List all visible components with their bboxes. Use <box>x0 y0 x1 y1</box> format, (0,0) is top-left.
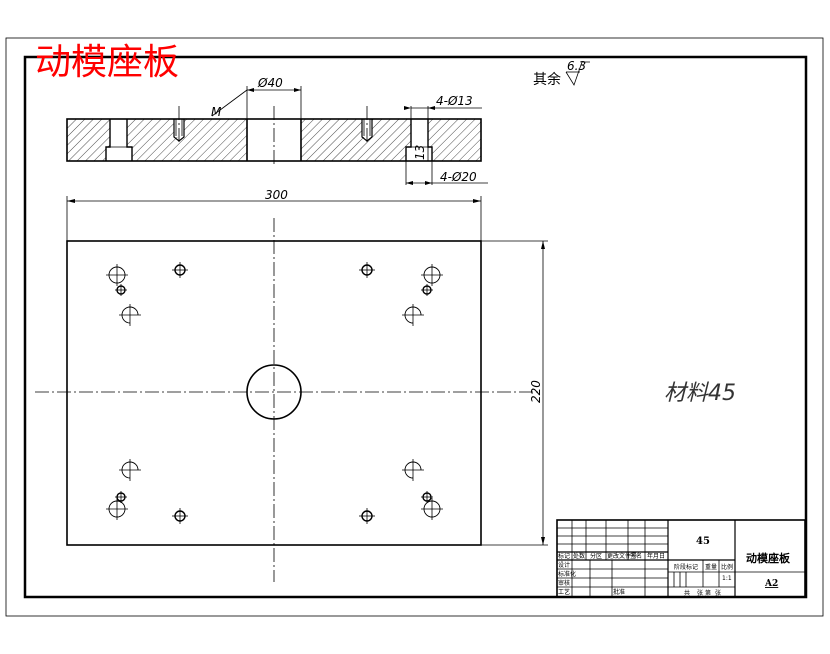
tb-label-mark: 标记 <box>558 552 570 560</box>
screw-hole-icon <box>402 304 424 326</box>
tb-label-no: 第 <box>705 589 711 597</box>
tb-label-sheets1: 张 <box>697 589 703 597</box>
width-dim: 300 <box>265 188 288 202</box>
tb-label-process: 工艺 <box>558 588 570 596</box>
tb-label-total: 共 <box>684 589 690 597</box>
tb-drawing-no: A2 <box>764 579 778 589</box>
tb-label-sheets2: 张 <box>715 589 721 597</box>
tb-label-sign: 签名 <box>630 552 642 560</box>
sheet-outer-border <box>5 37 824 617</box>
tb-label-stage: 阶段标记 <box>674 563 698 571</box>
tb-scale: 1:1 <box>722 575 732 582</box>
tapped-hole-icon <box>359 508 375 524</box>
bore-dia-dim: Ø40 <box>257 76 283 90</box>
screw-hole-icon <box>119 304 141 326</box>
roughness-value: 6.3 <box>567 59 586 73</box>
tb-label-standard: 标准化 <box>558 570 576 578</box>
hole-counterbore-dim: 4-Ø20 <box>440 170 477 184</box>
dowel-hole-icon <box>115 491 127 503</box>
tb-label-approve: 批准 <box>613 588 625 596</box>
tb-label-zone: 分区 <box>590 552 602 560</box>
tb-label-date: 年月日 <box>647 552 665 560</box>
dowel-hole-icon <box>115 284 127 296</box>
tb-label-design: 设计 <box>558 561 570 569</box>
tapped-hole-icon <box>172 508 188 524</box>
tb-label-weight: 重量 <box>705 563 717 571</box>
dowel-hole-icon <box>421 284 433 296</box>
counterbore-hole-icon <box>106 264 128 286</box>
hole-small-dim: 4-Ø13 <box>436 94 473 108</box>
tb-part-name: 动模座板 <box>746 551 791 565</box>
counterbore-hole-icon <box>421 264 443 286</box>
height-dim: 220 <box>529 380 543 403</box>
counterbore-hole-icon <box>106 498 128 520</box>
screw-hole-icon <box>402 459 424 481</box>
plan-dimensions: 300 220 <box>66 188 548 546</box>
tb-material: 45 <box>696 536 710 547</box>
counterbore-depth-dim: 13 <box>413 145 427 160</box>
section-dimensions: Ø40 M 4-Ø13 4-Ø20 13 <box>211 76 488 185</box>
tb-label-ratio: 比例 <box>721 563 733 571</box>
sheet-inner-frame <box>23 55 808 599</box>
tb-label-change: 更改文件号 <box>607 552 637 560</box>
surface-roughness-note: 其余 6.3 <box>533 59 590 88</box>
tapped-hole-icon <box>172 262 188 278</box>
material-note: 材料45 <box>664 381 736 406</box>
surface-note-text: 其余 <box>533 71 561 88</box>
title-stamp: 动模座板 <box>35 42 179 83</box>
plan-view <box>35 218 540 582</box>
counterbore-hole-icon <box>421 498 443 520</box>
section-view <box>66 106 482 165</box>
dowel-hole-icon <box>421 491 433 503</box>
tb-label-review: 审核 <box>558 579 570 587</box>
tapped-hole-icon <box>359 262 375 278</box>
title-block: 45 动模座板 A2 1:1 标记 处数 分区 更改文件号 签名 年月日 设计 … <box>556 519 806 598</box>
plan-holes <box>106 262 443 524</box>
tb-label-count: 处数 <box>573 552 585 560</box>
thread-mark: M <box>211 105 222 119</box>
screw-hole-icon <box>119 459 141 481</box>
center-bore <box>246 364 302 420</box>
